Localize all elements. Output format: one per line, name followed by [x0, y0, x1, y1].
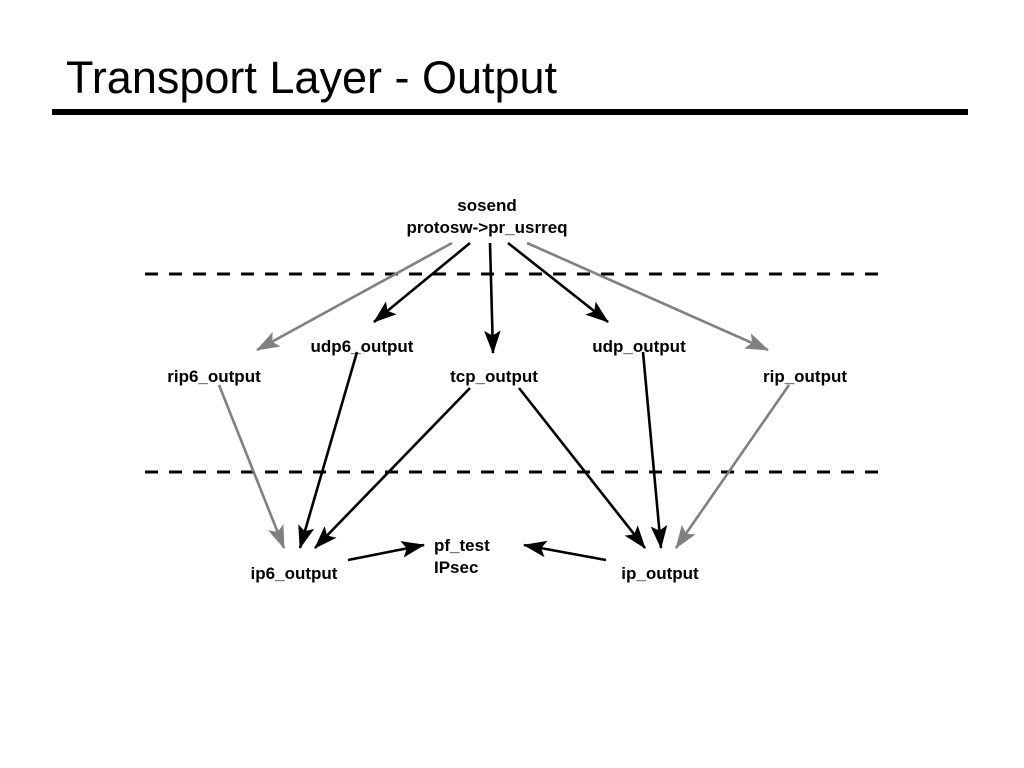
node-rip_output-line-1: rip_output [762, 367, 848, 386]
node-rip6_output-line-1: rip6_output [167, 367, 261, 386]
node-sosend: sosend protosw->pr_usrreq [406, 195, 567, 240]
node-udp_output: udp_output [592, 336, 685, 358]
node-udp6_output: udp6_output [311, 336, 414, 358]
page-title: Transport Layer - Output [66, 52, 558, 103]
edge-sosend-to-rip6_output [256, 241, 453, 352]
node-ip_output-line-1: ip_output [621, 564, 699, 583]
node-tcp_output-line-1: tcp_output [450, 367, 538, 386]
edge-arrows [217, 241, 791, 562]
edge-sosend-to-udp_output [507, 241, 609, 324]
node-udp6_output-line-1: udp6_output [310, 337, 414, 356]
node-sosend-line-2: protosw->pr_usrreq [406, 218, 568, 238]
edge-udp_output-to-ip_output [641, 351, 668, 550]
node-rip_output: rip_output [763, 366, 847, 388]
title-underline-rule [52, 109, 968, 115]
node-rip6_output: rip6_output [167, 366, 261, 388]
node-ip6_output-line-1: ip6_output [250, 564, 338, 583]
node-ip_output: ip_output [621, 563, 698, 585]
edge-sosend-to-rip_output [526, 241, 769, 352]
edge-tcp_output-to-ip6_output [314, 387, 471, 549]
edge-ip_output-to-pf_test [522, 540, 607, 562]
node-udp_output-line-1: udp_output [592, 337, 686, 356]
edge-sosend-to-tcp_output [484, 242, 501, 355]
node-pf_test-line-1: pf_test [434, 536, 490, 555]
edge-ip6_output-to-pf_test [347, 541, 426, 562]
node-tcp_output: tcp_output [450, 366, 538, 388]
edge-rip6_output-to-ip6_output [217, 384, 286, 549]
edge-rip_output-to-ip_output [674, 384, 791, 549]
edge-tcp_output-to-ip_output [517, 387, 647, 549]
node-sosend-line-1: sosend [457, 196, 517, 215]
node-ip6_output: ip6_output [251, 563, 338, 585]
node-pf_test-line-2: IPsec [434, 558, 479, 578]
edge-sosend-to-udp6_output [373, 241, 471, 324]
layer-dividers [145, 272, 886, 474]
edge-udp6_output-to-ip6_output [298, 351, 359, 549]
